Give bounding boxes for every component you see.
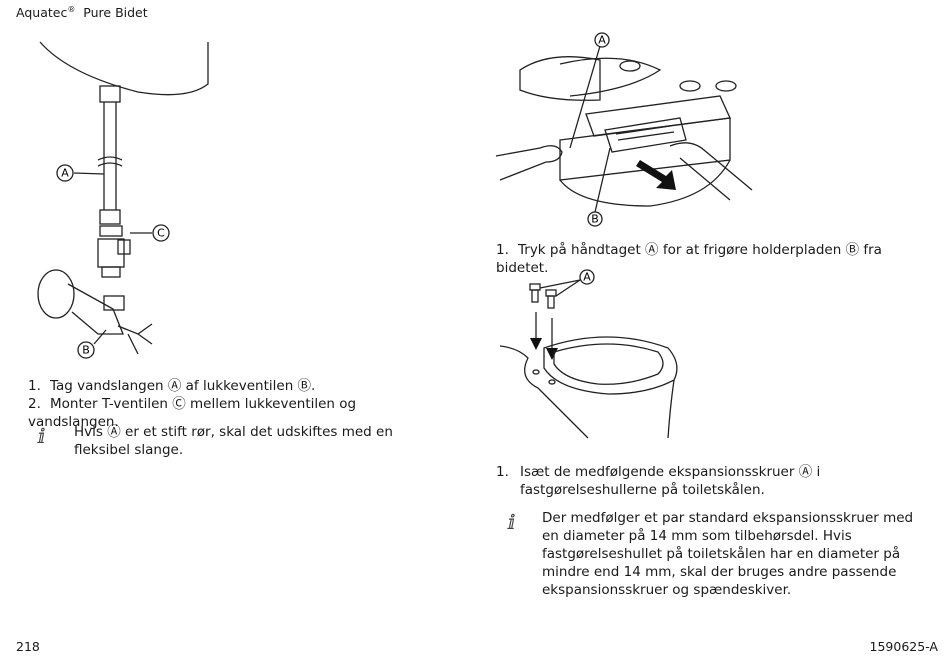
registered-mark: ® xyxy=(67,5,76,14)
list-item: 1.Tryk på håndtaget Ⓐ for at frigøre hol… xyxy=(496,241,926,277)
left-note: Hvis Ⓐ er et stift rør, skal det udskift… xyxy=(74,424,393,458)
page-number: 218 xyxy=(16,639,40,654)
label-a: A xyxy=(61,167,69,180)
valve-assembly-figure: A C B xyxy=(37,41,209,359)
holder-plate-figure: A B xyxy=(495,32,753,227)
step-text: Tryk på håndtaget Ⓐ for at frigøre holde… xyxy=(496,242,882,276)
step-number: 1. xyxy=(28,378,41,394)
step-number: 2. xyxy=(28,396,41,412)
label-a: A xyxy=(598,34,606,47)
brand-name: Aquatec xyxy=(16,5,68,21)
left-steps: 1.Tag vandslangen Ⓐ af lukkeventilen Ⓑ. … xyxy=(28,377,448,431)
list-item: 1. Tag vandslangen Ⓐ af lukkeventilen Ⓑ. xyxy=(28,377,448,395)
expansion-screws-figure: A xyxy=(499,269,678,439)
step-text: Tag vandslangen Ⓐ af lukkeventilen Ⓑ. xyxy=(50,378,316,394)
info-icon: ⅈ xyxy=(38,424,46,448)
list-item: 1. Isæt de medfølgende ekspansionsskruer… xyxy=(496,463,926,499)
document-code: 1590625-A xyxy=(869,639,938,654)
step-number: 1. xyxy=(496,242,509,258)
label-b: B xyxy=(82,344,90,357)
list-item: 2.Monter T-ventilen Ⓒ mellem lukkeventil… xyxy=(28,395,448,431)
label-b: B xyxy=(591,213,599,226)
step-text: Monter T-ventilen Ⓒ mellem lukkeventilen… xyxy=(28,396,357,430)
step-text: Isæt de medfølgende ekspansionsskruer Ⓐ … xyxy=(520,464,821,498)
product-name: Pure Bidet xyxy=(83,5,148,21)
right-note: Der medfølger et par standard ekspansion… xyxy=(542,510,914,598)
page-header: Aquatec® Pure Bidet xyxy=(16,5,148,20)
info-icon: ⅈ xyxy=(508,510,516,534)
step-number: 1. xyxy=(496,464,509,480)
label-a: A xyxy=(583,271,591,284)
label-c: C xyxy=(157,227,165,240)
